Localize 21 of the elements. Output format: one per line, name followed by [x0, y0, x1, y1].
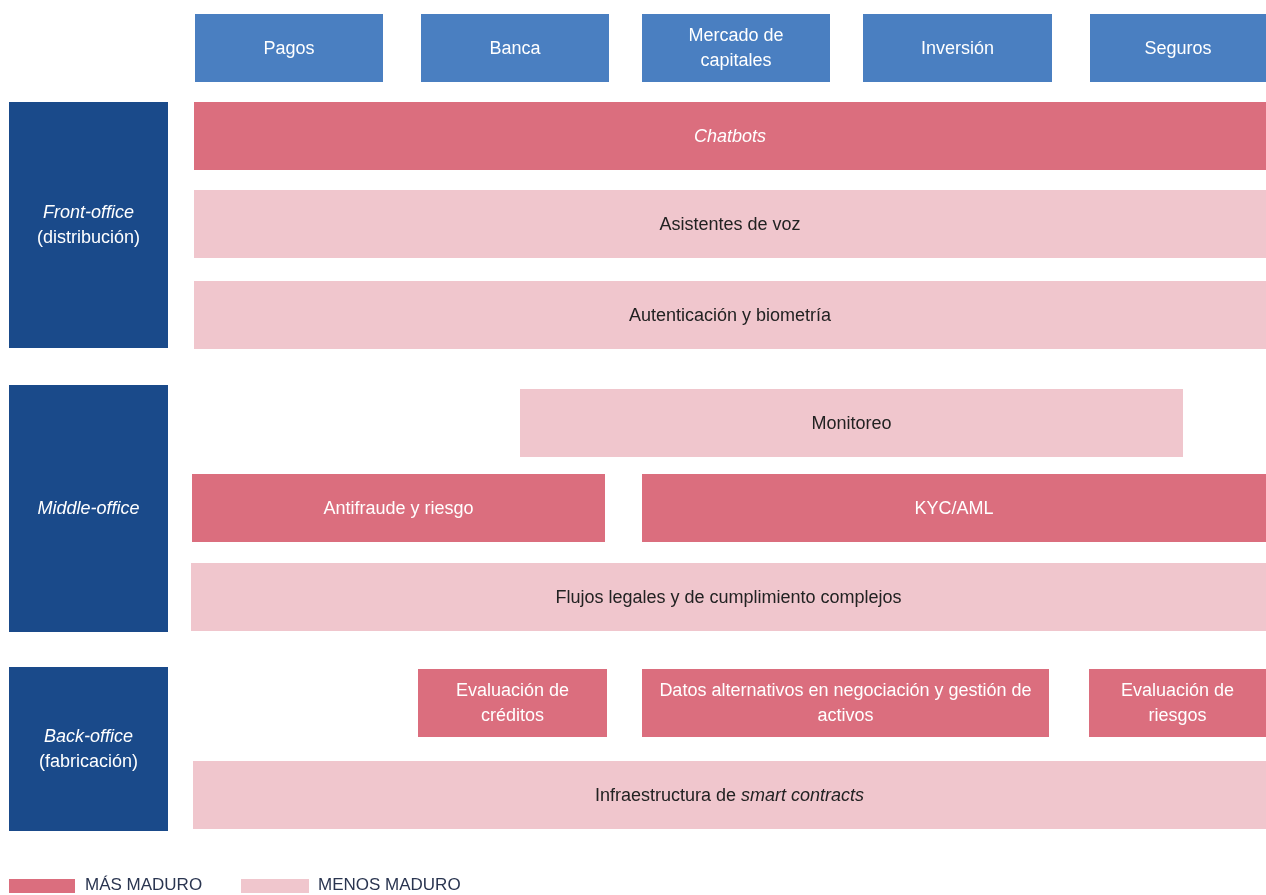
column-header: Inversión: [863, 14, 1052, 82]
capability-bar: Chatbots: [194, 102, 1266, 170]
capability-bar: Infraestructura de smart contracts: [193, 761, 1266, 829]
legend-label: MENOS MADURO: [318, 875, 461, 895]
capability-bar: Asistentes de voz: [194, 190, 1266, 258]
column-header: Seguros: [1090, 14, 1266, 82]
row-header: Front-office (distribución): [9, 102, 168, 348]
row-header: Middle-office: [9, 385, 168, 632]
row-header: Back-office (fabricación): [9, 667, 168, 831]
capability-bar: KYC/AML: [642, 474, 1266, 542]
legend-label: MÁS MADURO: [85, 875, 203, 895]
capability-bar: Monitoreo: [520, 389, 1183, 457]
capability-bar: Autenticación y biometría: [194, 281, 1266, 349]
column-header: Banca: [421, 14, 609, 82]
capability-bar: Antifraude y riesgo: [192, 474, 605, 542]
capability-bar: Evaluación de riesgos: [1089, 669, 1266, 737]
capability-bar: Flujos legales y de cumplimiento complejos: [191, 563, 1266, 631]
capability-bar: Datos alternativos en negociación y gestión de activos: [642, 669, 1049, 737]
column-header: Mercado de capitales: [642, 14, 830, 82]
column-header: Pagos: [195, 14, 383, 82]
capability-bar: Evaluación de créditos: [418, 669, 607, 737]
